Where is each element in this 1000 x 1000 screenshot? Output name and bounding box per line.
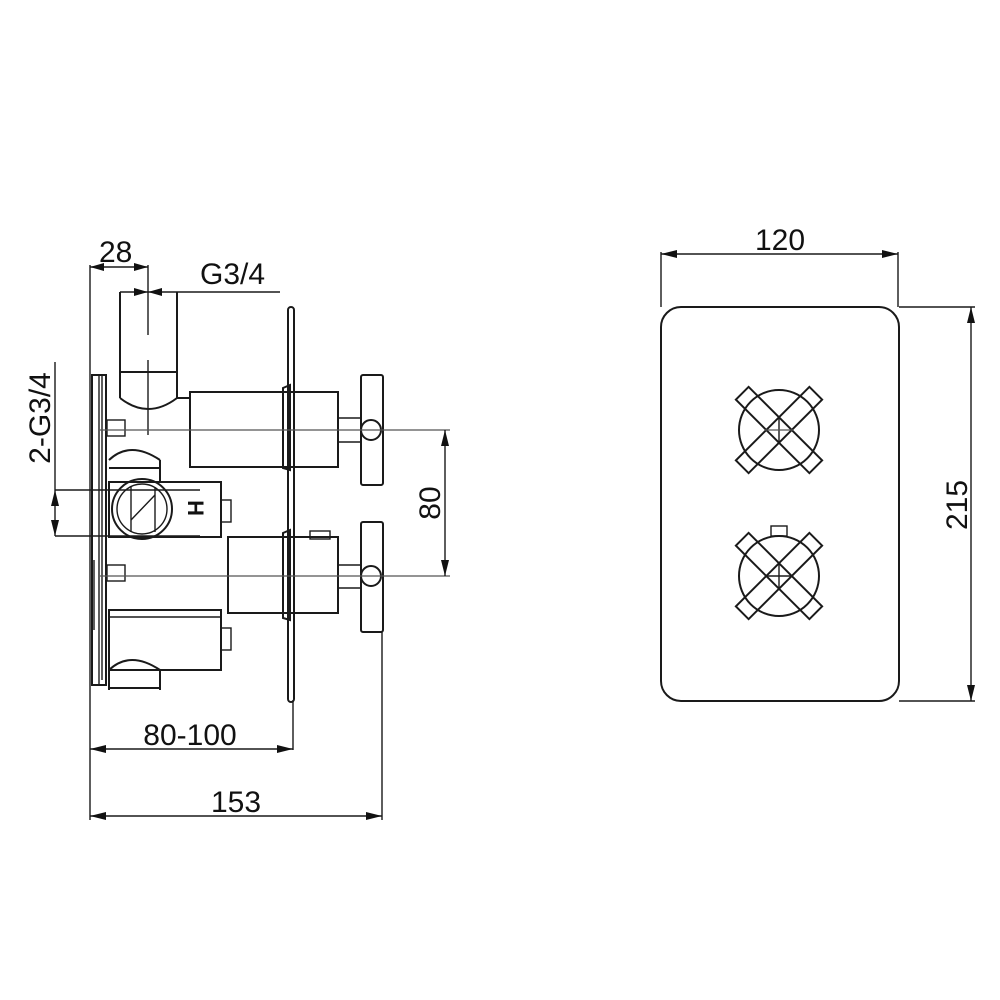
- dimension-2-g34-inlet: 2-G3/4: [24, 362, 200, 537]
- dimension-80: 80: [414, 430, 449, 576]
- front-handle-top: [734, 385, 824, 475]
- dim-153-label: 153: [211, 786, 261, 819]
- dimension-80-100: 80-100: [90, 700, 294, 753]
- dim-80-100-label: 80-100: [143, 719, 236, 752]
- temperature-indicator: [770, 525, 788, 537]
- dim-120-label: 120: [755, 224, 805, 257]
- inlet-body: H: [108, 449, 232, 540]
- front-view: 120 215: [660, 224, 975, 702]
- front-handle-bottom: [734, 525, 824, 621]
- dim-28-label: 28: [99, 236, 132, 269]
- inlet-h-label: H: [183, 500, 208, 516]
- dim-g34-label: G3/4: [200, 258, 265, 291]
- dimension-g34-outlet: G3/4: [120, 258, 280, 296]
- cover-plate-side: [287, 306, 295, 703]
- dim-215-label: 215: [941, 480, 974, 530]
- lower-valve-body: [93, 528, 339, 630]
- upper-valve-body: [106, 383, 339, 472]
- dim-80-label: 80: [414, 486, 447, 519]
- side-view: 28 G3/4: [24, 236, 450, 820]
- cover-plate-front: [660, 306, 900, 702]
- dimension-120: 120: [660, 224, 899, 307]
- dim-2-g34-label: 2-G3/4: [24, 372, 57, 464]
- lower-inlet-body: [108, 609, 232, 690]
- back-plate: [91, 374, 107, 686]
- outlet-pipe: [119, 292, 190, 410]
- dimension-153: 153: [89, 632, 383, 820]
- dimension-215: 215: [899, 306, 975, 702]
- side-handle-bottom: [338, 521, 384, 633]
